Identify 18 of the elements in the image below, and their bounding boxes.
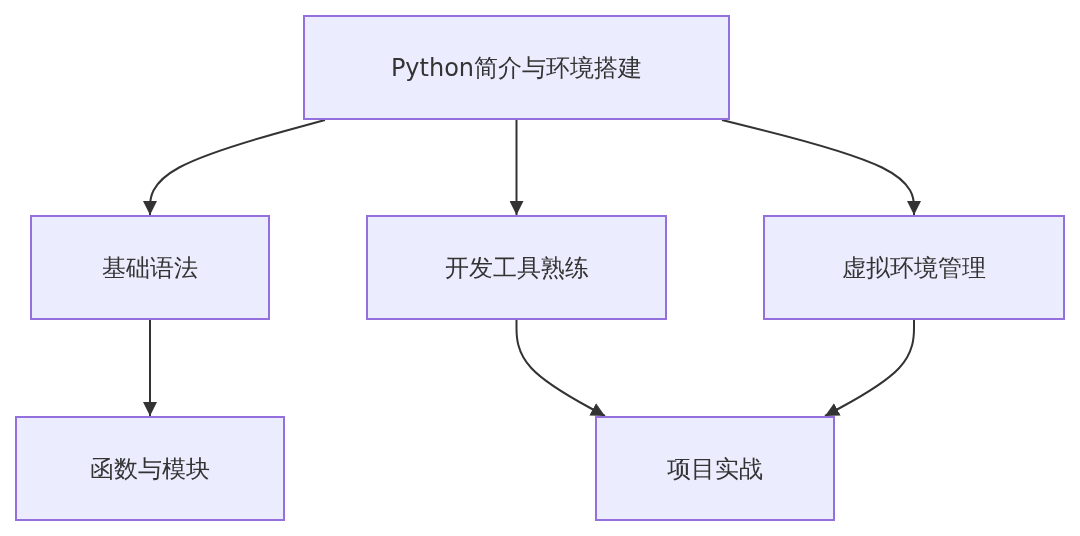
process-box <box>15 416 285 521</box>
node-label: 基础语法 <box>102 252 198 284</box>
arrow <box>824 319 915 417</box>
arrow <box>509 119 524 216</box>
process-box <box>30 215 270 320</box>
node-label: 函数与模块 <box>90 453 210 485</box>
process-box <box>366 215 667 320</box>
arrow <box>721 119 921 216</box>
arrow <box>515 319 606 417</box>
node-label: 项目实战 <box>667 453 763 485</box>
process-box <box>595 416 835 521</box>
node-label: 开发工具熟练 <box>444 252 589 284</box>
node-label: 虚拟环境管理 <box>842 252 986 284</box>
arrow <box>143 119 326 216</box>
node-label: Python简介与环境搭建 <box>390 52 643 84</box>
process-box <box>303 15 730 120</box>
arrow <box>143 319 157 417</box>
process-box <box>763 215 1065 320</box>
